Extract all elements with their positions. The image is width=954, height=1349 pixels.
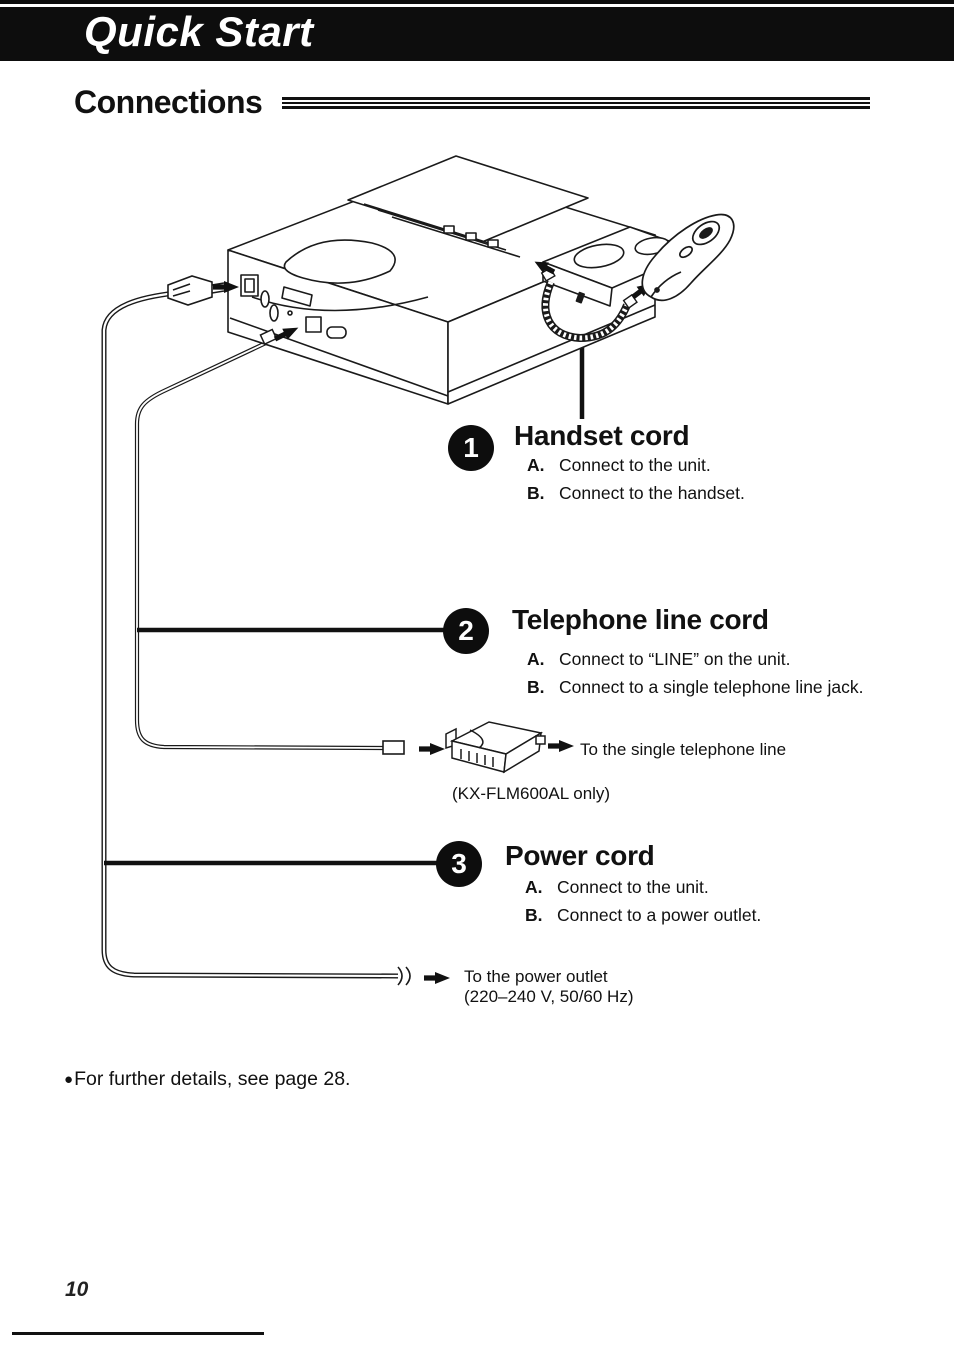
power-cord — [101, 290, 399, 979]
connection-panel — [229, 274, 449, 397]
header-bar — [0, 7, 954, 61]
step-text: Connect to a single telephone line jack. — [559, 677, 864, 697]
page-number: 10 — [65, 1278, 89, 1301]
telephone-line-cord — [134, 340, 384, 751]
bullet-icon: ● — [64, 1071, 74, 1088]
step-letter: B. — [527, 677, 545, 697]
step-text: Connect to “LINE” on the unit. — [559, 649, 791, 669]
single-line-label: To the single telephone line — [580, 740, 787, 759]
footer-note: ●For further details, see page 28. — [64, 1068, 351, 1090]
step-row: B. Connect to a single telephone line ja… — [527, 677, 864, 698]
step-letter: B. — [525, 905, 543, 925]
power-arrow-to-unit — [213, 281, 239, 293]
power-plug — [167, 275, 225, 306]
power-outlet-spec: (220–240 V, 50/60 Hz) — [464, 987, 634, 1006]
step-row: B. Connect to a power outlet. — [525, 905, 761, 926]
coiled-cord — [541, 280, 631, 343]
arrow-to-cradle — [534, 261, 556, 275]
step-row: B. Connect to the handset. — [527, 483, 745, 504]
power-cord-break-marks — [397, 966, 411, 986]
step-letter: A. — [527, 455, 545, 475]
step-text: Connect to the unit. — [559, 455, 711, 475]
step-2-badge: 2 — [443, 608, 489, 654]
step-3-badge: 3 — [436, 841, 482, 887]
step-3-title: Power cord — [505, 840, 655, 871]
handset — [641, 213, 735, 302]
step-1-badge: 1 — [448, 425, 494, 471]
step-row: A. Connect to “LINE” on the unit. — [527, 649, 791, 670]
step-row: A. Connect to the unit. — [527, 455, 711, 476]
line-arrow-to-unit — [273, 327, 299, 342]
line-jack — [305, 316, 322, 333]
step-row: A. Connect to the unit. — [525, 877, 709, 898]
adapter-left-arrow — [419, 743, 445, 755]
telephone-plug — [259, 328, 278, 346]
step-1-title: Handset cord — [514, 420, 690, 451]
power-outlet-arrow — [424, 972, 450, 984]
bottom-rule — [12, 1332, 264, 1335]
step-letter: A. — [527, 649, 545, 669]
power-outlet-label: To the power outlet (220–240 V, 50/60 Hz… — [464, 967, 634, 1006]
fax-machine-illustration — [227, 155, 698, 405]
step-text: Connect to the handset. — [559, 483, 745, 503]
output-tray — [251, 239, 429, 312]
telephone-cord-end-plug — [382, 740, 405, 755]
top-edge-strip — [0, 0, 954, 4]
step-2-title: Telephone line cord — [512, 604, 769, 635]
step-text: Connect to a power outlet. — [557, 905, 762, 925]
section-rule — [282, 97, 870, 111]
step-letter: B. — [527, 483, 545, 503]
section-title: Connections — [74, 84, 263, 120]
adapter-illustration — [445, 721, 546, 774]
page-title: Quick Start — [84, 8, 314, 55]
adapter-right-arrow — [548, 740, 574, 752]
step-letter: A. — [525, 877, 543, 897]
paper-tray — [347, 155, 589, 258]
step-text: Connect to the unit. — [557, 877, 709, 897]
model-note: (KX-FLM600AL only) — [452, 784, 611, 803]
